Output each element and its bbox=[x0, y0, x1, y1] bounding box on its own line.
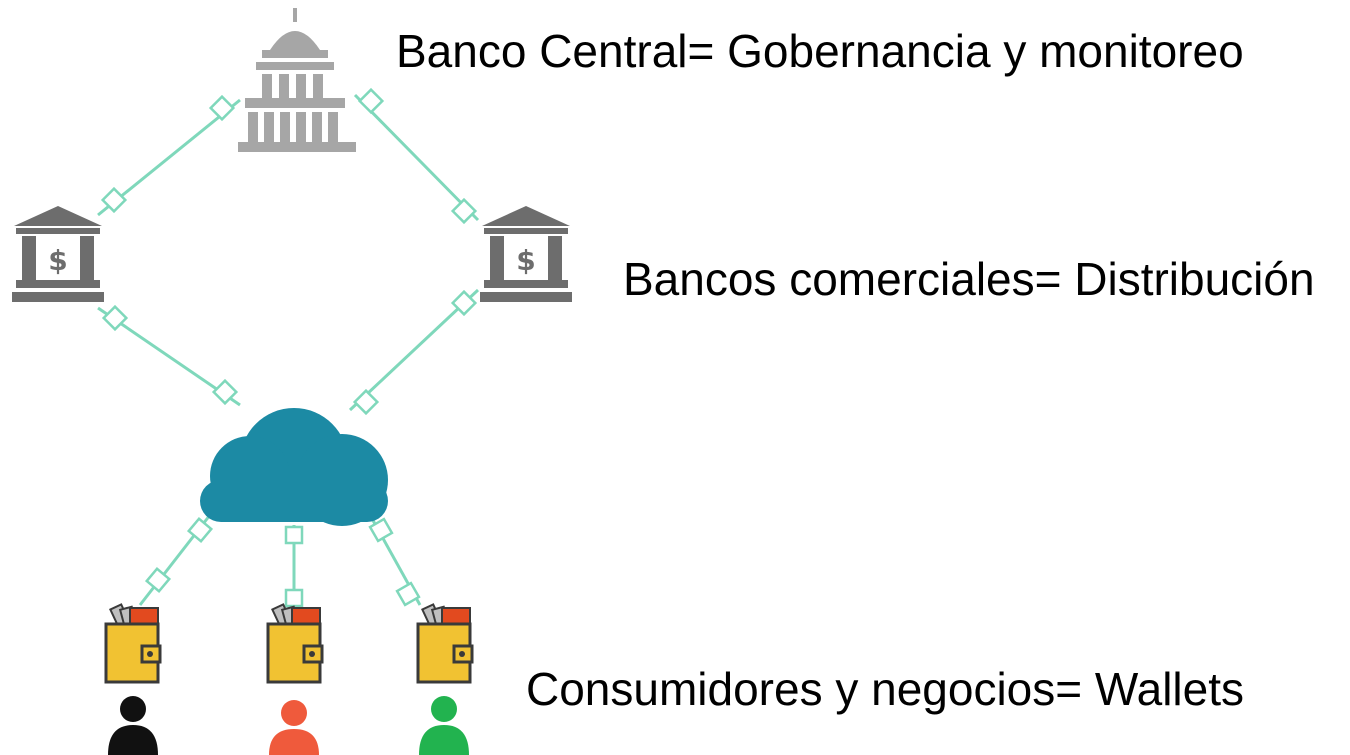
connector-node bbox=[284, 588, 304, 608]
commercial-banks-label: Bancos comerciales= Distribución bbox=[623, 253, 1315, 305]
connector-node bbox=[357, 87, 385, 115]
connector-node bbox=[211, 378, 239, 406]
user-icon bbox=[419, 696, 469, 755]
connector-node bbox=[395, 581, 421, 607]
wallet-icon bbox=[416, 603, 474, 684]
user-icon bbox=[108, 696, 158, 755]
bank-dollar-icon: $ bbox=[480, 206, 572, 302]
user-icon bbox=[269, 700, 319, 755]
bank-dollar-icon: $ bbox=[12, 206, 104, 302]
connector-node bbox=[368, 517, 394, 543]
connector-central-right bbox=[353, 93, 480, 222]
connector-node bbox=[101, 304, 129, 332]
connector-node bbox=[144, 566, 172, 594]
svg-text:$: $ bbox=[48, 244, 67, 277]
connector-node bbox=[284, 525, 304, 545]
connector-node bbox=[352, 388, 380, 416]
connector-node bbox=[450, 289, 478, 317]
connector-node bbox=[100, 186, 128, 214]
connector-node bbox=[186, 516, 214, 544]
svg-text:$: $ bbox=[516, 244, 535, 277]
cloud-icon bbox=[200, 408, 388, 526]
capitol-building-icon bbox=[238, 8, 356, 152]
wallet-icon bbox=[266, 603, 324, 684]
connector-right-cloud bbox=[348, 288, 480, 412]
central-bank-label: Banco Central= Gobernancia y monitoreo bbox=[396, 25, 1244, 77]
connector-node bbox=[450, 197, 478, 225]
consumers-label: Consumidores y negocios= Wallets bbox=[526, 663, 1245, 715]
wallet-icon bbox=[104, 603, 162, 684]
connector-nodes bbox=[100, 87, 478, 608]
connector-node bbox=[208, 94, 236, 122]
